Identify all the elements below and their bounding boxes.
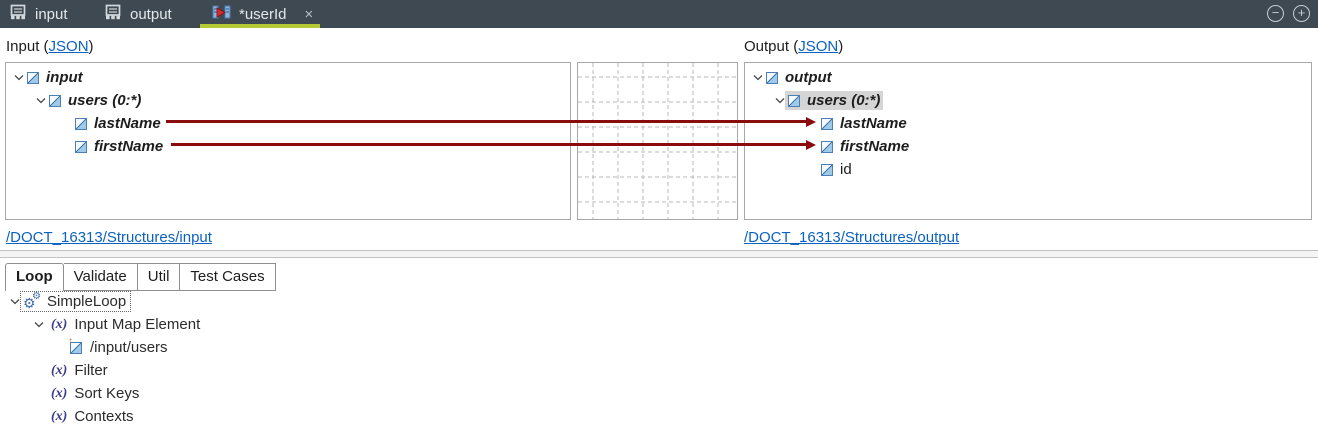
tree-node-input-map-element[interactable]: (x) Input Map Element (0, 313, 800, 336)
gears-icon: ⚙⚙ (23, 290, 41, 311)
tree-node-contexts[interactable]: (x) Contexts (0, 405, 800, 428)
node-label: users (0:*) (68, 92, 142, 109)
focus-outline: ⚙⚙ SimpleLoop (20, 290, 132, 312)
input-structure-panel: input users (0:*) lastName firstName (5, 62, 571, 220)
tree-node-simpleloop[interactable]: ⚙⚙ SimpleLoop (0, 290, 800, 313)
close-icon[interactable]: × (304, 5, 314, 23)
mapping-grid-panel (577, 62, 738, 220)
node-label: id (840, 161, 852, 178)
selected-node-highlight: users (0:*) (785, 91, 884, 110)
tree-node-output-root[interactable]: output (745, 66, 1311, 89)
output-json-link[interactable]: JSON (798, 38, 839, 55)
tab-input[interactable]: input (10, 0, 68, 28)
node-label: firstName (840, 138, 910, 155)
node-label: Contexts (74, 408, 134, 425)
input-json-link[interactable]: JSON (48, 38, 89, 55)
tab-userid-active[interactable]: *userId × (212, 0, 313, 28)
output-title-text: Output ( (744, 38, 799, 55)
node-label: lastName (840, 115, 907, 132)
element-icon (49, 94, 61, 107)
rules-tabbar: Loop Validate Util Test Cases (5, 263, 276, 291)
tab-util[interactable]: Util (137, 263, 181, 291)
tree-node-sort-keys[interactable]: (x) Sort Keys (0, 382, 800, 405)
mapping-icon (212, 4, 231, 24)
element-icon (821, 140, 833, 153)
chevron-down-icon[interactable] (753, 74, 763, 81)
element-icon (75, 140, 87, 153)
minimize-icon[interactable]: − (1267, 5, 1284, 22)
maximize-icon[interactable]: + (1293, 5, 1310, 22)
mapped-element-icon (68, 336, 82, 354)
node-label: SimpleLoop (47, 293, 127, 310)
dashed-grid (578, 63, 737, 219)
tree-node-output-id[interactable]: id (745, 158, 1311, 181)
output-section-title: Output (JSON) (744, 38, 843, 55)
input-structure-link[interactable]: /DOCT_16313/Structures/input (6, 229, 212, 246)
node-label: Input Map Element (74, 316, 201, 333)
element-icon (75, 117, 87, 130)
tree-node-input-root[interactable]: input (6, 66, 570, 89)
node-label: Sort Keys (74, 385, 140, 402)
tab-output[interactable]: output (105, 0, 172, 28)
tab-loop[interactable]: Loop (5, 263, 64, 291)
node-label: users (0:*) (807, 92, 881, 109)
node-label: firstName (94, 138, 164, 155)
active-tab-underline (200, 24, 320, 28)
tree-node-output-lastname[interactable]: lastName (745, 112, 1311, 135)
node-label: Filter (74, 362, 108, 379)
loop-tree: ⚙⚙ SimpleLoop (x) Input Map Element /inp… (0, 290, 800, 428)
tree-node-input-lastname[interactable]: lastName (6, 112, 570, 135)
element-icon (821, 117, 833, 130)
expression-icon: (x) (51, 385, 68, 401)
tab-label: input (35, 5, 68, 23)
tree-node-filter[interactable]: (x) Filter (0, 359, 800, 382)
output-structure-panel: output users (0:*) lastName firstName id (744, 62, 1312, 220)
tree-node-output-users[interactable]: users (0:*) (745, 89, 1311, 112)
chevron-down-icon[interactable] (36, 97, 46, 104)
mapping-line-lastname[interactable] (166, 120, 806, 123)
node-label: /input/users (90, 339, 168, 356)
node-label: input (46, 69, 83, 86)
tree-node-input-map-path[interactable]: /input/users (0, 336, 800, 359)
tab-validate[interactable]: Validate (63, 263, 138, 291)
mapping-line-firstname[interactable] (171, 143, 806, 146)
expression-icon: (x) (51, 408, 68, 424)
horizontal-splitter[interactable] (0, 250, 1318, 258)
element-icon (821, 163, 833, 176)
output-title-paren: ) (838, 38, 844, 55)
structure-icon (105, 4, 122, 24)
tree-node-input-users[interactable]: users (0:*) (6, 89, 570, 112)
input-title-text: Input ( (6, 38, 49, 55)
expression-icon: (x) (51, 362, 68, 378)
tab-label: output (130, 5, 172, 23)
editor-tabbar: input output (0, 0, 1318, 28)
element-icon (27, 71, 39, 84)
node-label: lastName (94, 115, 161, 132)
tree-node-input-firstname[interactable]: firstName (6, 135, 570, 158)
node-label: output (785, 69, 832, 86)
input-section-title: Input (JSON) (6, 38, 94, 55)
input-title-paren: ) (88, 38, 94, 55)
element-icon (766, 71, 778, 84)
chevron-down-icon[interactable] (10, 298, 20, 305)
output-structure-link[interactable]: /DOCT_16313/Structures/output (744, 229, 960, 246)
chevron-down-icon[interactable] (14, 74, 24, 81)
element-icon (788, 94, 800, 107)
chevron-down-icon[interactable] (775, 97, 785, 104)
structure-icon (10, 4, 27, 24)
tab-label: *userId (239, 5, 287, 23)
tab-test-cases[interactable]: Test Cases (180, 263, 276, 291)
tree-node-output-firstname[interactable]: firstName (745, 135, 1311, 158)
expression-icon: (x) (51, 316, 68, 332)
chevron-down-icon[interactable] (34, 321, 44, 328)
